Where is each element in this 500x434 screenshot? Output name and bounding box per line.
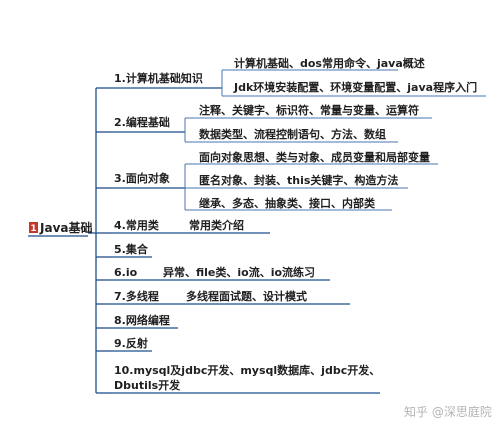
branch-3[interactable]: 3.面向对象 面向对象思想、类与对象、成员变量和局部变量 匿名对象、封装、thi…	[96, 150, 438, 211]
branch-2[interactable]: 2.编程基础 注释、关键字、标识符、常量与变量、运算符 数据类型、流程控制语句、…	[96, 103, 432, 143]
branch-7-child-1: 多线程面试题、设计模式	[186, 289, 307, 303]
branch-7[interactable]: 7.多线程 多线程面试题、设计模式	[96, 289, 350, 305]
root-badge-icon	[29, 222, 38, 233]
branch-10-label-line-2: Dbutils开发	[114, 378, 181, 392]
branch-4-label: 4.常用类	[114, 218, 160, 232]
branch-8-label: 8.网络编程	[114, 313, 170, 327]
root-node[interactable]: 1 Java基础	[28, 220, 92, 237]
branch-8[interactable]: 8.网络编程	[96, 313, 178, 329]
branch-6-child-1: 异常、file类、io流、io流练习	[163, 265, 315, 279]
branch-3-child-2: 匿名对象、封装、this关键字、构造方法	[199, 173, 398, 187]
branch-5-label: 5.集合	[114, 242, 149, 256]
branch-6-label: 6.io	[114, 266, 138, 279]
branch-3-label: 3.面向对象	[114, 171, 170, 185]
branch-1-label: 1.计算机基础知识	[114, 71, 203, 85]
branch-2-child-2: 数据类型、流程控制语句、方法、数组	[199, 127, 386, 141]
root-label: Java基础	[39, 220, 92, 235]
branch-9-label: 9.反射	[114, 336, 148, 350]
branch-3-child-1: 面向对象思想、类与对象、成员变量和局部变量	[199, 150, 430, 164]
branch-1[interactable]: 1.计算机基础知识 计算机基础、dos常用命令、java概述 Jdk环境安装配置…	[96, 56, 486, 97]
branch-3-child-3: 继承、多态、抽象类、接口、内部类	[199, 196, 376, 210]
root-badge-number: 1	[30, 224, 36, 234]
branch-2-label: 2.编程基础	[114, 115, 170, 129]
branch-1-child-1: 计算机基础、dos常用命令、java概述	[234, 56, 425, 70]
branch-2-child-1: 注释、关键字、标识符、常量与变量、运算符	[199, 103, 419, 117]
branch-4[interactable]: 4.常用类 常用类介绍	[96, 218, 270, 234]
branch-1-child-2: Jdk环境安装配置、环境变量配置、java程序入门	[233, 80, 477, 94]
branch-5[interactable]: 5.集合	[96, 242, 152, 258]
branch-6[interactable]: 6.io 异常、file类、io流、io流练习	[96, 265, 330, 281]
branch-4-child-1: 常用类介绍	[189, 218, 244, 232]
branch-10-label: 10.mysql及jdbc开发、mysql数据库、jdbc开发、 Dbutils…	[114, 363, 384, 392]
branch-10[interactable]: 10.mysql及jdbc开发、mysql数据库、jdbc开发、 Dbutils…	[96, 363, 384, 394]
branch-7-label: 7.多线程	[114, 289, 159, 303]
branch-9[interactable]: 9.反射	[96, 336, 152, 352]
watermark: 知乎 @深思庭院	[404, 404, 492, 419]
branch-10-label-line-1: 10.mysql及jdbc开发、mysql数据库、jdbc开发、	[114, 363, 380, 377]
